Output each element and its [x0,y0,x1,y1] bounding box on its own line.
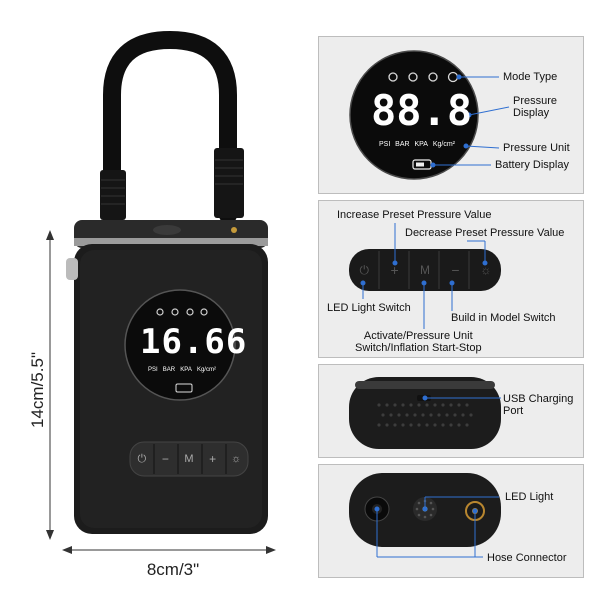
light-button[interactable]: ☼ [231,453,242,465]
device-drawing [46,30,276,554]
device-unit-kg: Kg/cm² [196,367,216,373]
device-unit-kpa: KPA [180,367,192,373]
display-drawing [349,50,510,180]
label-usb-port: USB Charging Port [503,393,574,417]
plus-button[interactable]: + [209,452,217,466]
label-model-switch: Build in Model Switch [451,312,556,324]
panel-unit-kpa: KPA [414,141,428,148]
power-button[interactable]: ⏻ [137,453,147,465]
minus-button[interactable]: − [161,452,169,466]
label-decrease: Decrease Preset Pressure Value [405,227,565,239]
device-unit-row: PSI BAR KPA Kg/cm² [148,367,216,373]
device-unit-bar: BAR [162,367,176,373]
panel-display: 88.8 PSI BAR KPA Kg/cm² Mode Type Pressu… [318,36,584,194]
label-increase: Increase Preset Pressure Value [337,209,492,221]
panel-minus-button[interactable]: − [451,262,460,278]
connectors-drawing [349,473,501,558]
label-activate: Activate/Pressure Unit Switch/Inflation … [355,330,482,354]
panel-light-button[interactable]: ☼ [480,263,492,277]
panel-unit-bar: BAR [395,141,410,148]
label-mode-type: Mode Type [503,71,558,83]
panel-connectors: LED Light Hose Connector [318,464,584,578]
panel-display-value: 88.8 [371,86,473,135]
panel-button-row: ⏻ + M − ☼ [349,249,501,291]
panel-unit-psi: PSI [379,141,391,148]
label-hose-connector: Hose Connector [487,552,567,564]
device-display-value: 16.66 [140,322,248,362]
label-pressure-unit: Pressure Unit [503,142,570,154]
panel-buttons: ⏻ + M − ☼ Increase Preset Pressure Value… [318,200,584,358]
width-dimension-label: 8cm/3" [146,560,200,579]
panel-unit-kg: Kg/cm² [432,141,455,148]
panel-mode-button[interactable]: M [420,263,431,277]
panel-display-unit-row: PSI BAR KPA Kg/cm² [379,141,455,148]
label-pressure-display: Pressure Display [513,95,558,119]
label-led-switch: LED Light Switch [327,302,411,314]
device-unit-psi: PSI [148,367,158,373]
panel-usb: USB Charging Port [318,364,584,458]
panel-plus-button[interactable]: + [390,262,399,278]
label-led-light: LED Light [505,491,554,503]
panel-power-button[interactable]: ⏻ [359,263,369,277]
device-button-row: ⏻ − M + ☼ [130,442,248,476]
label-battery-display: Battery Display [495,159,569,171]
usb-drawing [349,377,501,449]
product-illustration: 16.66 PSI BAR KPA Kg/cm² ⏻ − M + ☼ 14cm/… [28,30,276,579]
buttons-drawing [349,223,501,329]
mode-button[interactable]: M [184,453,194,465]
height-dimension-label: 14cm/5.5" [28,352,47,428]
